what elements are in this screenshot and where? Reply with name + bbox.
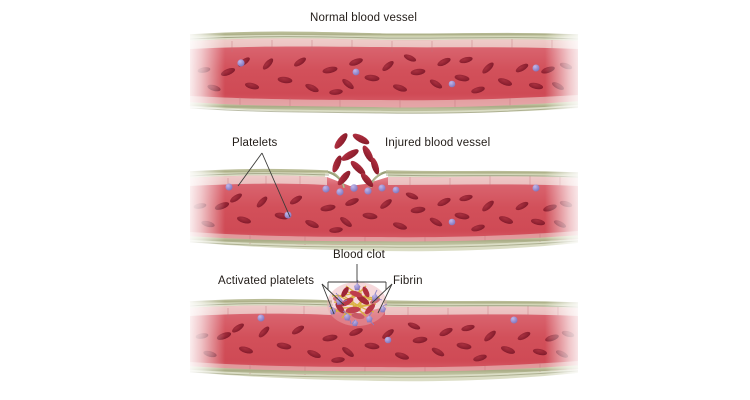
injured-wall-bottom-line <box>189 235 579 246</box>
platelets-clot <box>257 314 518 344</box>
leader-lines <box>237 152 393 315</box>
leader-fibrin-a <box>371 283 393 304</box>
injured-wall-top-right2 <box>385 174 579 178</box>
leader-activated-b <box>321 283 335 315</box>
vessel-wall-top-line <box>189 31 579 38</box>
injured-endothelium-left <box>190 175 327 186</box>
leader-fibrin-b <box>377 283 393 314</box>
label-fibrin: Fibrin <box>393 275 423 287</box>
clot-endothelium-left <box>190 305 331 316</box>
injured-endothelium-right <box>388 176 578 186</box>
platelets-normal <box>237 59 540 88</box>
label-blood-clot: Blood clot <box>333 249 386 261</box>
leader-platelets-right <box>261 152 291 218</box>
vessel-wall-bottom-line <box>189 101 579 112</box>
clot-wall-top-left <box>189 298 333 305</box>
vessel-injured <box>189 133 579 252</box>
red-blood-cells-normal <box>197 54 573 95</box>
endothelial-junctions <box>231 39 553 108</box>
label-platelets: Platelets <box>232 137 278 149</box>
escaping-red-blood-cells <box>332 133 380 188</box>
leader-platelets-left <box>237 152 263 187</box>
vessel-normal <box>189 31 579 114</box>
endothelium-highlight-top <box>190 38 578 49</box>
clot-wall-bottom-line2 <box>189 370 579 378</box>
injured-wall-top-left <box>189 168 329 175</box>
clot-wall-top-left2 <box>189 303 334 307</box>
injured-wall-top-right <box>385 170 579 176</box>
vessel-lumen <box>190 38 578 109</box>
red-blood-cells-injured <box>193 192 573 233</box>
clot-wall-top-right <box>383 300 579 306</box>
leader-activated-a <box>321 283 345 306</box>
endothelium-highlight-bottom <box>190 95 578 108</box>
red-blood-cells-clot <box>195 322 575 363</box>
vessel-wall-top-line2 <box>189 36 579 40</box>
label-normal-blood-vessel: Normal blood vessel <box>310 12 418 24</box>
platelets-injured <box>225 183 540 226</box>
clot-endothelium-right <box>385 306 578 316</box>
label-activated-platelets: Activated platelets <box>218 275 315 287</box>
vessel-clot <box>189 279 579 382</box>
vessel-wall-bottom-line2 <box>189 106 579 114</box>
activated-platelets <box>328 279 388 327</box>
injured-wall-bottom-line2 <box>189 240 579 248</box>
clot-wall-top-right2 <box>383 304 579 308</box>
blood-clot-mass <box>327 279 388 327</box>
label-injured-blood-vessel: Injured blood vessel <box>385 137 491 149</box>
clot-wall-bottom-line <box>189 365 579 376</box>
